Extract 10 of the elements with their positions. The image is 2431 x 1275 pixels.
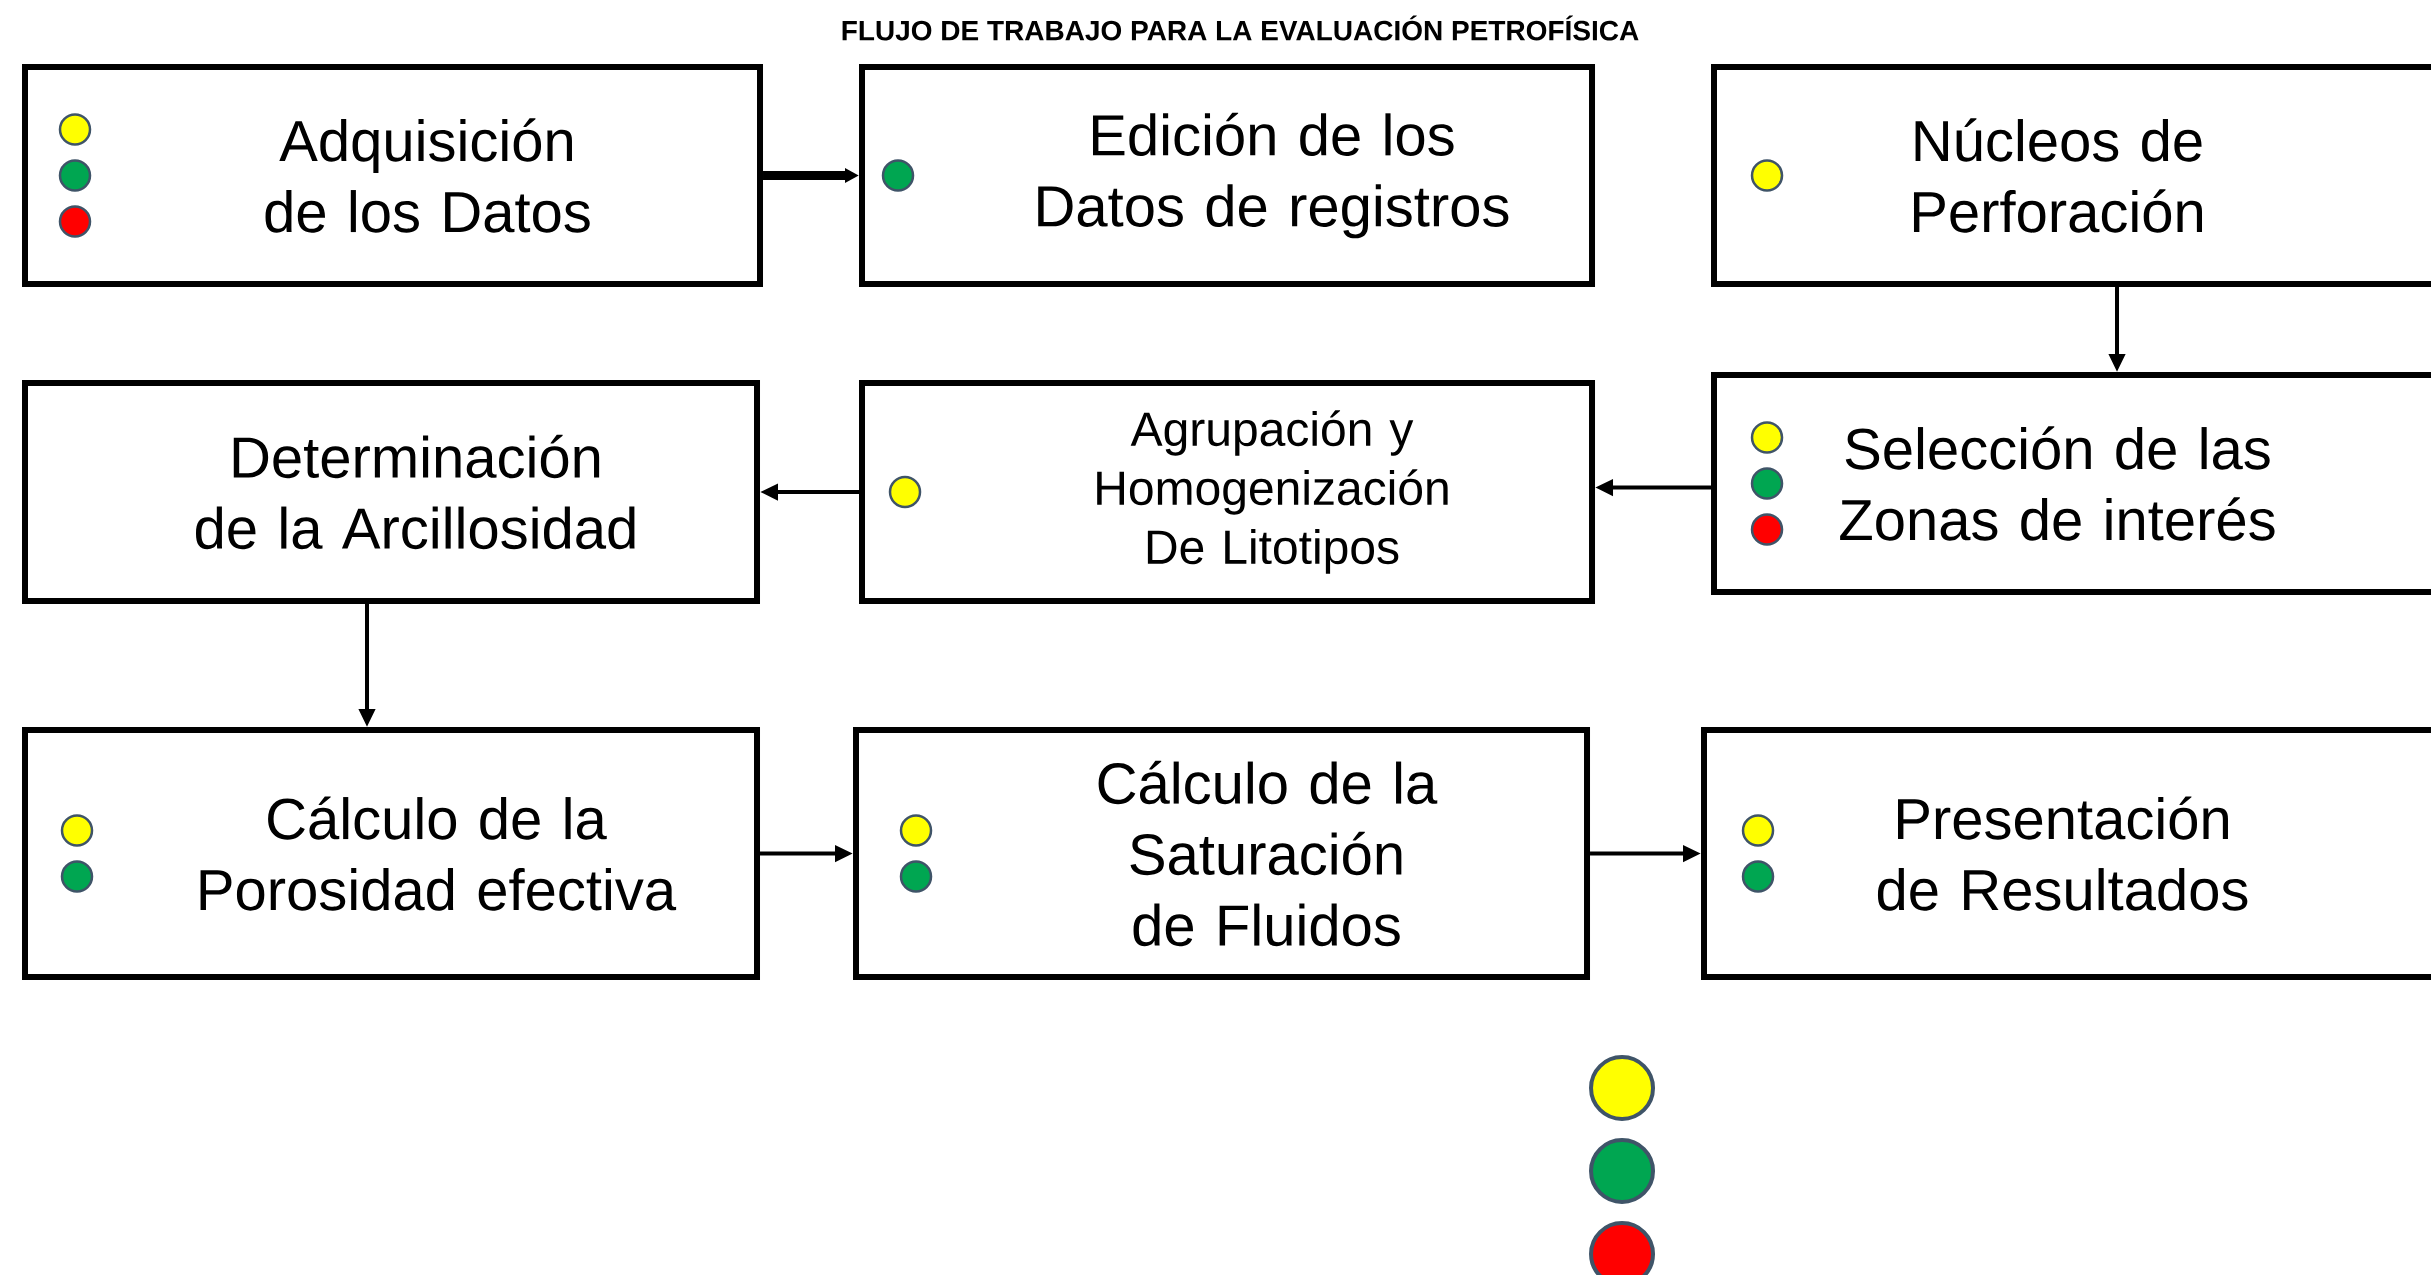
process-box: Selección de las Zonas de interés xyxy=(1711,372,2431,595)
process-box: Cálculo de la Saturación de Fluidos xyxy=(853,727,1590,980)
process-box: Edición de los Datos de registros xyxy=(859,64,1595,287)
title: FLUJO DE TRABAJO PARA LA EVALUACIÓN PETROFÍSICA xyxy=(842,15,1639,41)
process-box: Núcleos de Perforación xyxy=(1711,64,2431,287)
process-box: Determinación de la Arcillosidad xyxy=(22,380,760,604)
process-box: Presentación de Resultados xyxy=(1701,727,2431,980)
process-box: Agrupación y Homogenización De Litotipos xyxy=(859,380,1595,604)
process-box: Cálculo de la Porosidad efectiva xyxy=(22,727,760,980)
process-box: Adquisición de los Datos xyxy=(22,64,763,287)
